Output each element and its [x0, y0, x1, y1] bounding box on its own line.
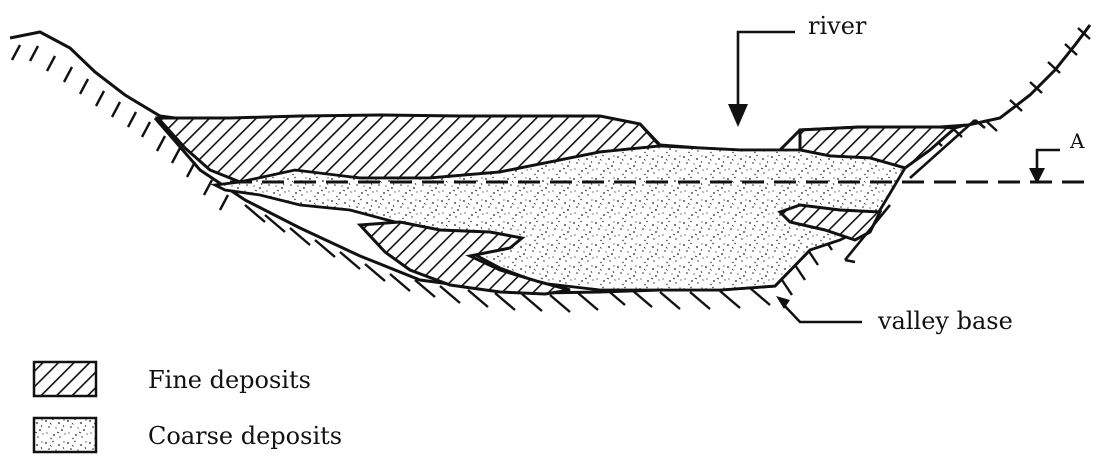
river-pointer-arrow	[728, 32, 795, 127]
marker-a-label: A	[1069, 129, 1085, 153]
valley-base-pointer-arrow	[776, 296, 862, 322]
legend-fine-swatch	[34, 362, 96, 396]
valley-base-label: valley base	[877, 307, 1013, 335]
legend-fine-label: Fine deposits	[148, 366, 311, 394]
river-label: river	[808, 12, 867, 40]
legend-coarse-swatch	[34, 418, 96, 452]
marker-a-arrow	[1029, 150, 1060, 184]
legend: Fine deposits Coarse deposits	[34, 362, 342, 452]
legend-coarse-label: Coarse deposits	[148, 422, 342, 450]
